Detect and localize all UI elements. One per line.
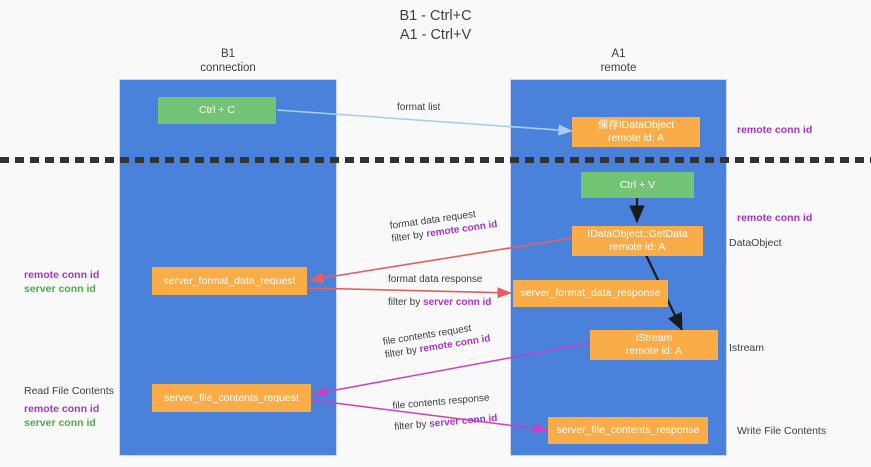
- edge-label-format-list: format list: [397, 101, 440, 114]
- node-save-idataobject[interactable]: 保存IDataObject remote id: A: [572, 117, 700, 147]
- annotation-left-conn-ids-top: remote conn id server conn id: [24, 268, 99, 296]
- column-header-a1: A1 remote: [510, 47, 727, 75]
- node-idataobject-getdata[interactable]: IDataObject::GetData remote id: A: [572, 226, 703, 256]
- title-line-2: A1 - Ctrl+V: [399, 27, 472, 43]
- node-ctrl-c-label: Ctrl + C: [199, 104, 235, 116]
- node-istream[interactable]: IStream remote id: A: [590, 330, 718, 360]
- edge-filter-prefix-2: filter by: [388, 297, 424, 308]
- annotation-write-file-contents-text: Write File Contents: [737, 425, 827, 437]
- annotation-left-remote-conn-id-2: remote conn id: [24, 403, 100, 415]
- annotation-left-remote-conn-id: remote conn id: [24, 269, 100, 281]
- annotation-remote-conn-id-top-text: remote conn id: [737, 124, 813, 136]
- node-save-idataobject-sub: remote id: A: [607, 132, 665, 144]
- arrow-format-data-response: [306, 287, 512, 299]
- column-header-b1: B1 connection: [119, 47, 337, 75]
- title-line-1: B1 - Ctrl+C: [399, 8, 472, 24]
- node-istream-sub: remote id: A: [625, 345, 683, 357]
- column-header-b1-name: B1: [220, 48, 236, 60]
- column-header-a1-name: A1: [611, 48, 626, 60]
- node-ctrl-c[interactable]: Ctrl + C: [158, 97, 276, 124]
- node-server-file-contents-response-label: server_file_contents_response: [556, 424, 700, 436]
- arrow-format-list: [276, 109, 573, 136]
- annotation-left-read-file-contents: Read File Contents: [24, 384, 114, 398]
- node-server-file-contents-request-label: server_file_contents_request: [164, 391, 299, 404]
- annotation-istream: Istream: [729, 341, 764, 355]
- annotation-write-file-contents: Write File Contents: [737, 424, 826, 438]
- node-server-format-data-request-label: server_format_data_request: [163, 274, 296, 287]
- annotation-istream-text: Istream: [729, 342, 765, 354]
- edge-label-format-list-text: format list: [397, 102, 441, 113]
- arrow-file-contents-request: [313, 342, 591, 397]
- column-header-a1-role: remote: [600, 62, 637, 74]
- edge-filter-key-2: server conn id: [423, 297, 492, 308]
- annotation-dataobject: DataObject: [729, 236, 782, 250]
- annotation-left-read-file-contents-text: Read File Contents: [24, 385, 114, 397]
- annotation-left-server-conn-id-2: server conn id: [24, 417, 96, 429]
- edge-label-format-data-response-line2: filter by server conn id: [388, 296, 491, 309]
- phase-separator-dashed-line: [0, 157, 871, 163]
- edge-label-format-data-response: format data response filter by server co…: [388, 273, 491, 309]
- annotation-remote-conn-id-mid: remote conn id: [737, 211, 812, 225]
- arrow-file-contents-response: [310, 399, 548, 434]
- node-ctrl-v[interactable]: Ctrl + V: [581, 172, 694, 198]
- arrow-format-data-request: [309, 237, 573, 284]
- node-server-format-data-request[interactable]: server_format_data_request: [152, 267, 307, 295]
- edge-label-format-data-response-line1: format data response: [388, 274, 483, 285]
- node-istream-label: IStream: [635, 332, 673, 344]
- column-header-b1-role: connection: [200, 62, 256, 74]
- node-ctrl-v-label: Ctrl + V: [619, 178, 656, 191]
- annotation-dataobject-text: DataObject: [729, 237, 782, 249]
- node-idataobject-getdata-label: IDataObject::GetData: [587, 228, 688, 240]
- diagram-title: B1 - Ctrl+C A1 - Ctrl+V: [0, 7, 871, 45]
- annotation-left-conn-ids-bottom: remote conn id server conn id: [24, 402, 99, 430]
- node-save-idataobject-label: 保存IDataObject: [597, 119, 675, 131]
- node-idataobject-getdata-sub: remote id: A: [609, 241, 666, 253]
- node-server-file-contents-request[interactable]: server_file_contents_request: [152, 384, 311, 412]
- annotation-remote-conn-id-mid-text: remote conn id: [737, 212, 813, 224]
- annotation-left-server-conn-id: server conn id: [24, 283, 96, 295]
- annotation-remote-conn-id-top: remote conn id: [737, 123, 812, 137]
- node-server-format-data-response[interactable]: server_format_data_response: [513, 280, 668, 307]
- node-server-format-data-response-label: server_format_data_response: [520, 287, 661, 299]
- edge-filter-prefix-4: filter by: [393, 418, 430, 433]
- node-server-file-contents-response[interactable]: server_file_contents_response: [548, 417, 708, 444]
